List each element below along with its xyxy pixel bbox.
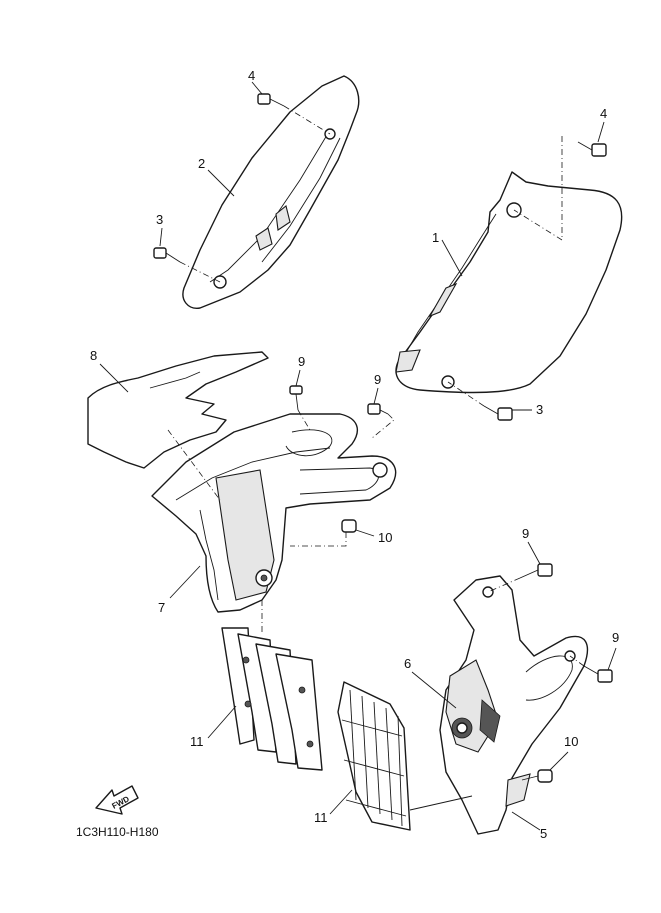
- leader-1: [441, 239, 463, 277]
- align-line-11-scoop: [409, 795, 473, 811]
- bolt-3-left[interactable]: [153, 247, 181, 263]
- leader-11a: [207, 705, 237, 739]
- callout-11-left: 11: [190, 734, 204, 749]
- align-line-4-upper: [283, 105, 331, 135]
- leader-10b: [549, 751, 569, 771]
- callout-10-center: 10: [378, 530, 392, 545]
- leader-5: [511, 811, 541, 831]
- align-line-9-upper: [297, 409, 311, 431]
- callout-3-right: 3: [536, 402, 543, 417]
- align-line-4-right: [513, 136, 563, 241]
- screw-9-lower-upper[interactable]: [519, 563, 553, 579]
- leader-10a: [355, 529, 375, 537]
- part-1-side-cover-right[interactable]: [395, 171, 623, 394]
- align-line-10-center: [290, 532, 347, 547]
- part-7-air-scoop[interactable]: [151, 413, 397, 613]
- part-5-air-scoop-right[interactable]: [439, 575, 589, 835]
- callout-8: 8: [90, 348, 97, 363]
- part-11-radiator-guard-left[interactable]: [221, 627, 323, 771]
- leader-4a: [251, 81, 263, 95]
- callout-6: 6: [404, 656, 411, 671]
- part-2-side-cover-left[interactable]: [182, 75, 360, 309]
- callout-9-upper-right: 9: [374, 372, 381, 387]
- callout-11-right: 11: [314, 810, 328, 825]
- align-line-9-lower-right: [569, 655, 585, 667]
- leader-9b: [373, 387, 379, 405]
- part-6-shroud-graphic[interactable]: [445, 659, 501, 753]
- fwd-arrow-icon: FWD: [95, 785, 139, 815]
- screw-9-upper-right[interactable]: [367, 403, 389, 415]
- leader-7: [169, 565, 201, 599]
- callout-1: 1: [432, 230, 439, 245]
- callout-4-upper-left: 4: [248, 68, 255, 83]
- leader-11b: [329, 789, 353, 815]
- leader-4b: [597, 121, 605, 143]
- align-line-8: [167, 429, 221, 501]
- part-8-graphic-decal[interactable]: [87, 351, 269, 469]
- bolt-4-right[interactable]: [577, 141, 607, 157]
- callout-9-lower-right: 9: [612, 630, 619, 645]
- align-line-9-lower: [487, 577, 521, 593]
- nut-10-center[interactable]: [341, 519, 357, 533]
- callout-9-lower: 9: [522, 526, 529, 541]
- bolt-3-right[interactable]: [483, 405, 513, 421]
- leader-3a: [159, 227, 163, 247]
- align-line-3-left: [179, 261, 221, 283]
- leader-9a: [295, 369, 301, 387]
- leader-6: [411, 671, 457, 709]
- callout-5: 5: [540, 826, 547, 841]
- leader-9c: [527, 541, 541, 565]
- callout-9-upper-left: 9: [298, 354, 305, 369]
- screw-9-upper-left[interactable]: [289, 385, 303, 411]
- bolt-4-upper-left[interactable]: [257, 93, 285, 107]
- leader-9d: [607, 647, 617, 671]
- callout-2: 2: [198, 156, 205, 171]
- callout-10-lower: 10: [564, 734, 578, 749]
- leader-8: [99, 363, 129, 393]
- diagram-code: 1C3H110-H180: [76, 825, 159, 839]
- callout-4-right: 4: [600, 106, 607, 121]
- callout-3-left: 3: [156, 212, 163, 227]
- leader-2: [207, 169, 235, 197]
- callout-7: 7: [158, 600, 165, 615]
- nut-10-lower[interactable]: [521, 769, 553, 783]
- part-11-radiator-louver-right[interactable]: [337, 681, 411, 831]
- align-line-9-right: [371, 413, 395, 439]
- screw-9-lower-right[interactable]: [583, 665, 613, 683]
